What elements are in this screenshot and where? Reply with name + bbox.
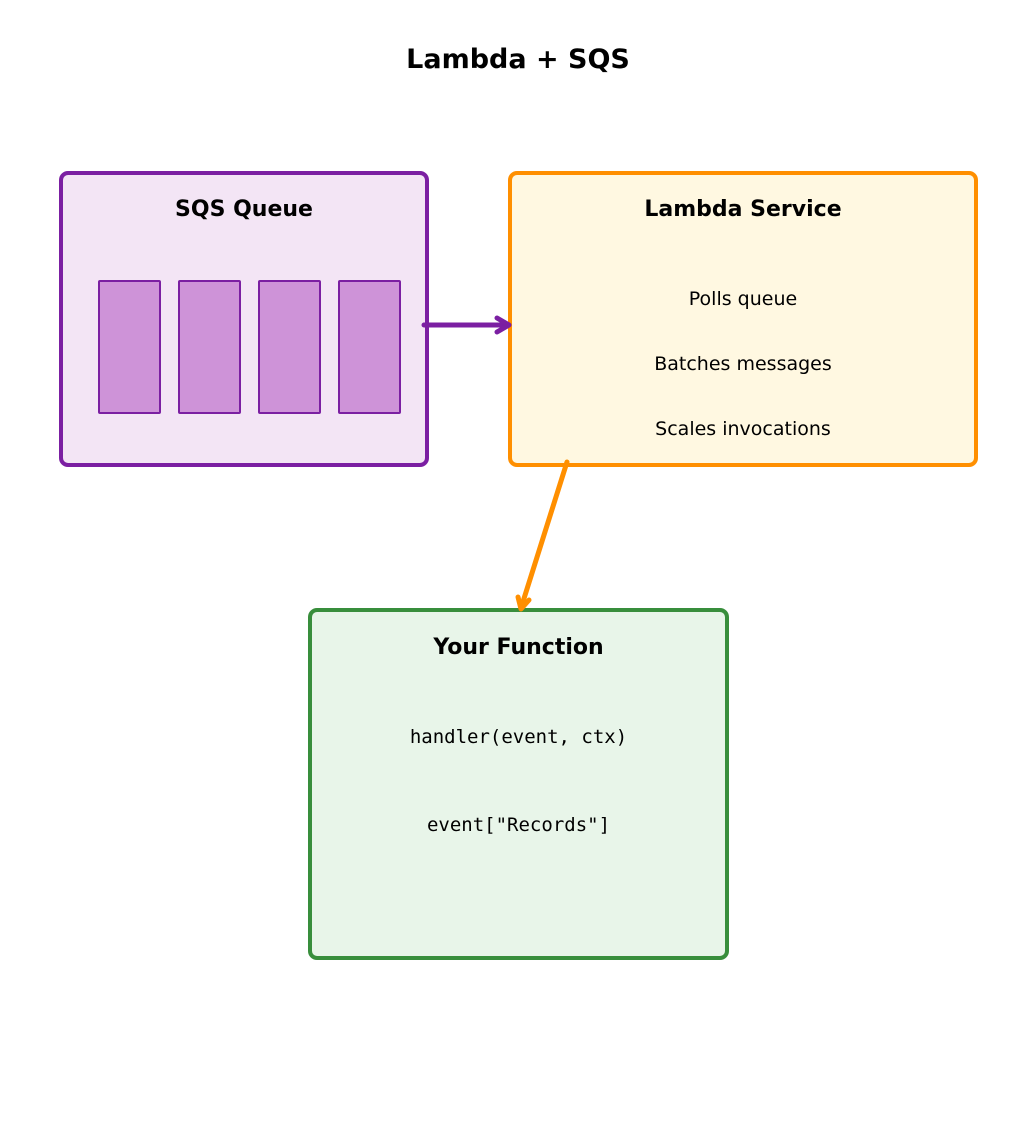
queue-message-3	[258, 280, 321, 414]
queue-message-2	[178, 280, 241, 414]
sqs-queue-title: SQS Queue	[175, 197, 313, 222]
lambda-service-title: Lambda Service	[644, 197, 842, 222]
handler-signature: handler(event, ctx)	[409, 726, 628, 748]
lambda-feature-batches: Batches messages	[654, 353, 832, 375]
arrow-lambda-to-function	[515, 459, 570, 612]
sqs-queue-box: SQS Queue	[59, 171, 429, 467]
your-function-box: Your Function handler(event, ctx) event[…	[308, 608, 729, 960]
diagram-title: Lambda + SQS	[406, 44, 630, 75]
records-access: event["Records"]	[426, 814, 611, 836]
arrow-sqs-to-lambda	[421, 315, 512, 335]
lambda-service-box: Lambda Service Polls queue Batches messa…	[508, 171, 978, 467]
lambda-feature-polls: Polls queue	[688, 288, 798, 310]
lambda-feature-scales: Scales invocations	[655, 418, 831, 440]
queue-message-4	[338, 280, 401, 414]
your-function-title: Your Function	[433, 635, 604, 660]
queue-message-1	[98, 280, 161, 414]
